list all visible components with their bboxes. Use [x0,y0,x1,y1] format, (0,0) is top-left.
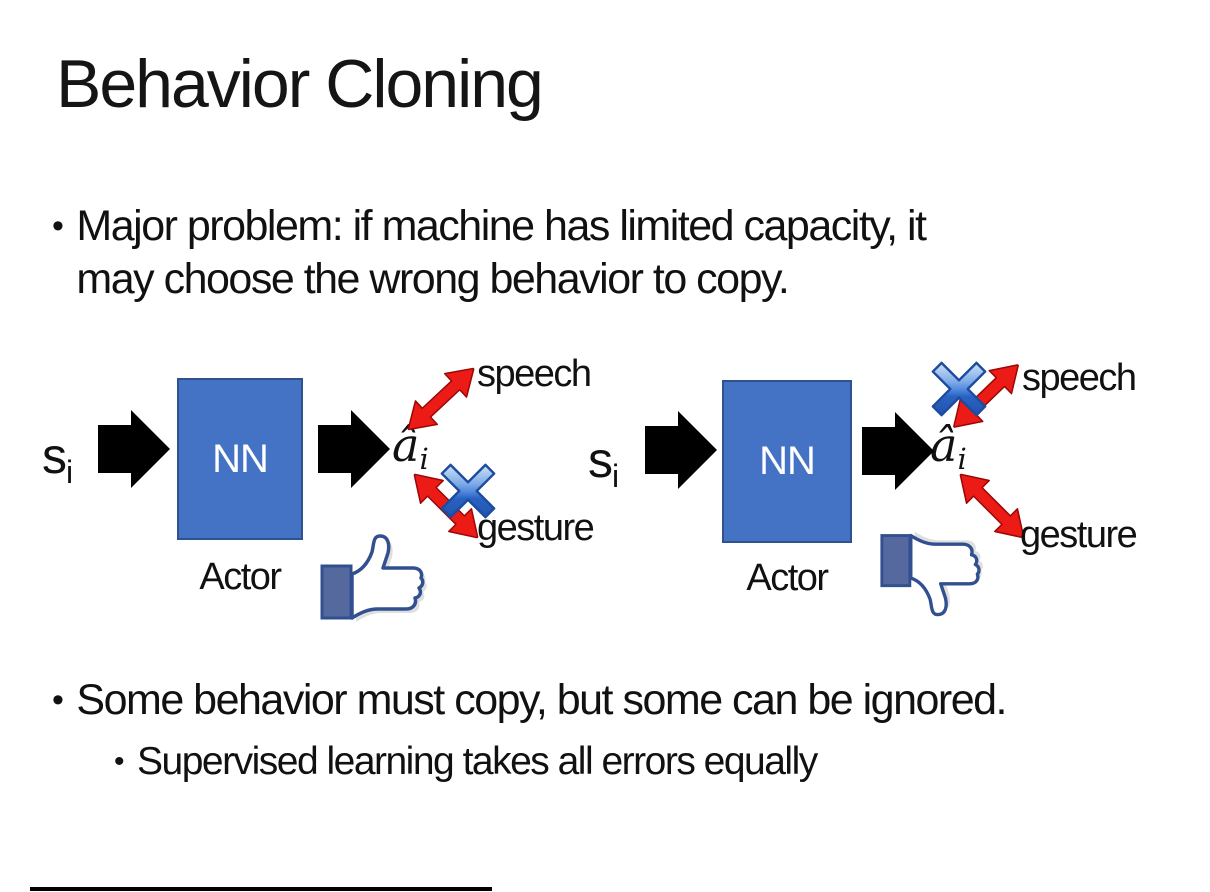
actor-label: Actor [746,557,829,599]
speech-label: speech [1022,357,1137,399]
actor-label: Actor [199,556,282,598]
thumbs-down-icon [880,531,983,617]
action-output-label: âi [930,418,967,476]
bullet-some-behavior-text: Some behavior must copy, but some can be… [76,676,1007,724]
bullet-major-problem: • Major problem: if machine has limited … [52,200,1112,306]
block-arrow-icon [318,410,390,488]
thumbs-up-icon [320,534,427,622]
nn-box: NN [722,380,852,543]
page-title: Behavior Cloning [56,46,544,122]
bullet-glyph: • [52,681,64,719]
state-input-label: si [42,428,73,490]
bullet-major-problem-text: Major problem: if machine has limited ca… [76,200,927,306]
bullet-line-2: may choose the wrong behavior to copy. [76,255,789,303]
cross-out-icon [931,361,987,417]
bullet-glyph: • [114,745,125,778]
state-input-label: si [588,432,619,494]
partial-next-slide-line [30,887,492,891]
bullet-supervised-learning: • Supervised learning takes all errors e… [114,738,1154,786]
bullet-some-behavior: • Some behavior must copy, but some can … [52,674,1172,726]
block-arrow-icon [645,411,717,489]
double-arrow-icon [959,473,1025,539]
nn-box-label: NN [759,439,816,483]
gesture-label: gesture [1020,514,1138,556]
cross-out-icon [440,463,496,519]
bullet-glyph: • [52,207,64,245]
nn-box: NN [177,378,303,540]
gesture-label: gesture [477,507,595,549]
double-arrow-icon [407,367,475,431]
nn-box-label: NN [212,436,269,481]
speech-label: speech [477,353,592,395]
bullet-line-1: Major problem: if machine has limited ca… [76,202,927,250]
block-arrow-icon [862,412,934,490]
bullet-supervised-learning-text: Supervised learning takes all errors equ… [137,740,818,783]
block-arrow-icon [98,410,170,488]
